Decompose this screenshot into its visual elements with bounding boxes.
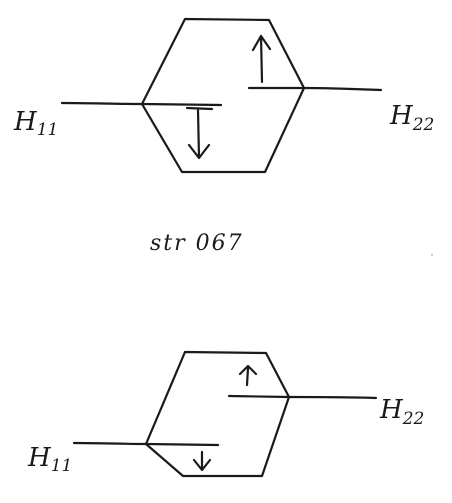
diagram-caption: str 067 xyxy=(150,231,244,256)
top-diagram: H11 H22 xyxy=(13,17,434,174)
bottom-down-arrow xyxy=(192,450,212,472)
bottom-up-arrow xyxy=(238,364,258,387)
top-right-label: H22 xyxy=(389,101,434,135)
bottom-right-level-line xyxy=(287,395,378,400)
top-hexagon xyxy=(140,17,306,174)
top-left-level-line xyxy=(60,101,144,106)
bottom-right-label: H22 xyxy=(379,395,424,429)
top-right-level-line xyxy=(302,86,383,92)
bottom-antibonding-line xyxy=(227,394,291,399)
top-up-arrow xyxy=(251,34,272,84)
top-bonding-line xyxy=(140,102,223,107)
bottom-left-label: H11 xyxy=(27,443,72,476)
bottom-diagram: H11 H22 xyxy=(27,350,424,478)
paper-speck xyxy=(431,254,433,256)
top-down-arrow xyxy=(185,106,214,160)
bottom-bonding-line xyxy=(144,442,220,447)
top-left-label: H11 xyxy=(13,107,58,140)
bottom-parallelogram xyxy=(144,350,291,478)
bottom-left-level-line xyxy=(72,441,148,446)
